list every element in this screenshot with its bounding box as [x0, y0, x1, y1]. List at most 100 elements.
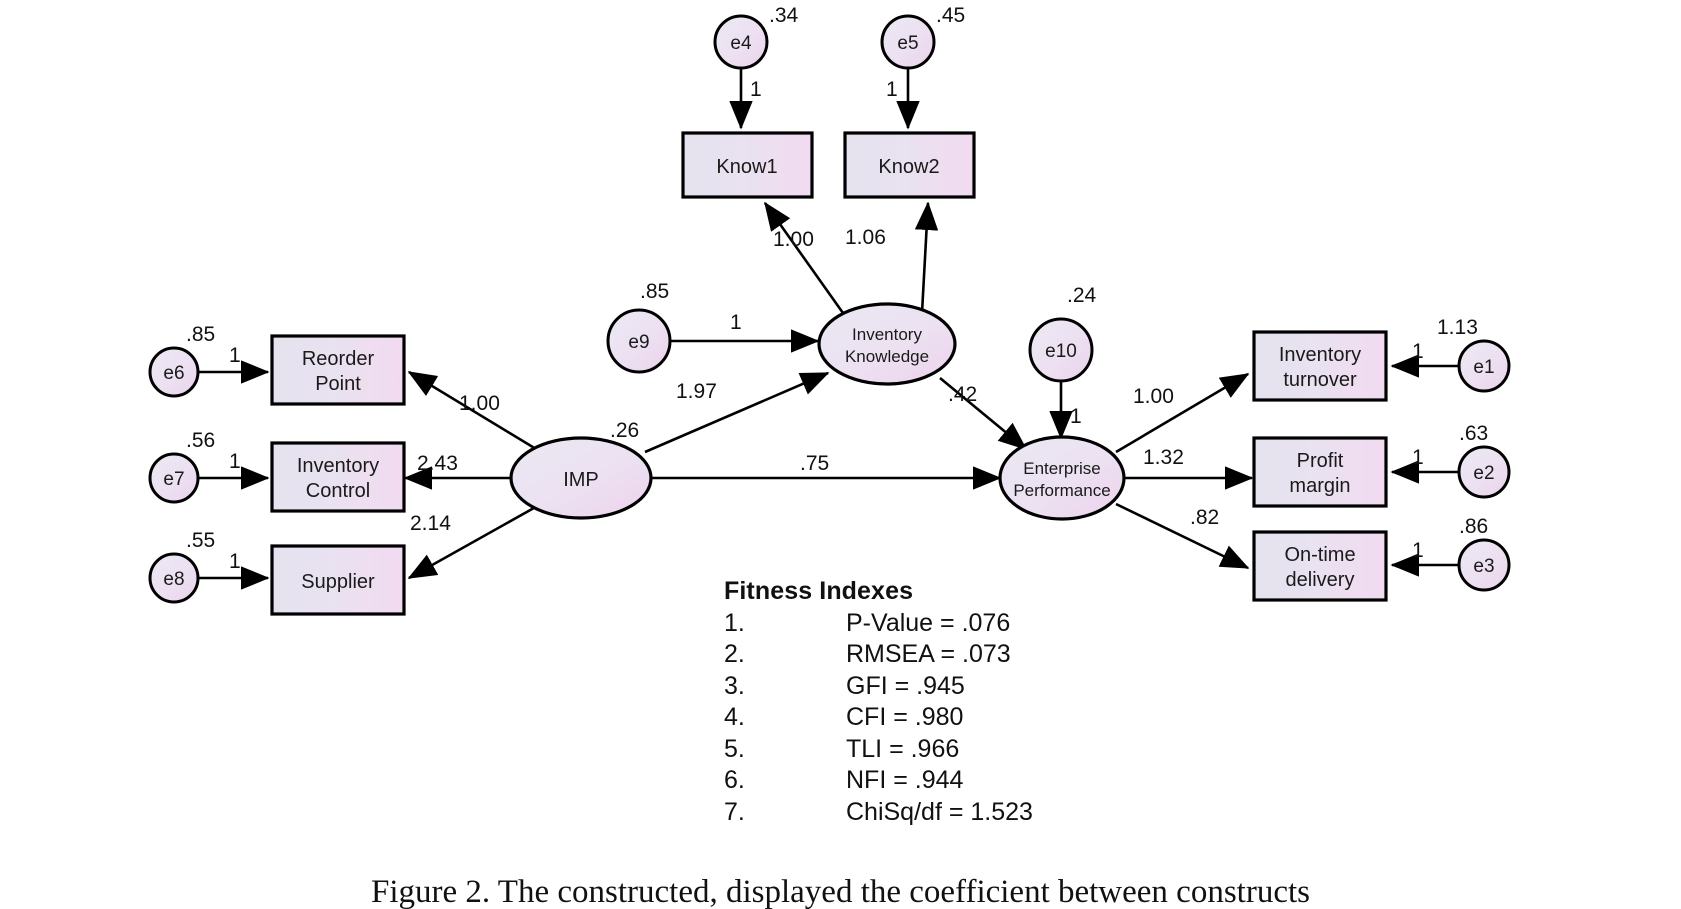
fitness-index-text: RMSEA = .073	[846, 640, 1011, 668]
error-term-e9[interactable]: e9	[606, 308, 672, 374]
variance-e6: .85	[186, 323, 215, 346]
indicator-know2-label: Know2	[878, 156, 939, 178]
coef-e10-entperf: 1	[1070, 405, 1082, 428]
indicator-supplier[interactable]: Supplier	[270, 544, 406, 616]
fitness-index-row: 1. P-Value = .076	[724, 608, 1033, 640]
coef-entperf-profit: 1.32	[1143, 446, 1184, 469]
indicator-on-time-delivery-label-1: On-time	[1284, 544, 1355, 566]
coef-e3-ontime: 1	[1412, 539, 1424, 562]
coef-invknow-know2: 1.06	[845, 226, 886, 249]
indicator-know2[interactable]: Know2	[843, 131, 976, 199]
error-term-e10-label: e10	[1045, 341, 1077, 362]
indicator-boxes: Know1 Know2 Reorder Point Inventory Cont…	[270, 131, 1388, 616]
coef-invknow-know1: 1.00	[773, 228, 814, 251]
fitness-index-text: P-Value = .076	[846, 608, 1011, 637]
fitness-indexes-block: Fitness Indexes 1. P-Value = .076 2. RMS…	[724, 576, 1033, 828]
fitness-index-number: 3.	[724, 671, 745, 700]
coef-e4-know1: 1	[750, 78, 762, 101]
variance-e1: 1.13	[1437, 316, 1478, 339]
error-term-e7[interactable]: e7	[148, 452, 200, 504]
error-term-e8-label: e8	[163, 569, 184, 590]
indicator-inventory-turnover[interactable]: Inventory turnover	[1252, 330, 1388, 402]
fitness-index-text: NFI = .944	[846, 766, 964, 794]
coef-imp-invknow: 1.97	[676, 380, 717, 403]
fitness-index-row: 5. TLI = .966	[724, 734, 1033, 766]
error-term-e4-label: e4	[730, 33, 752, 54]
indicator-inventory-turnover-label-1: Inventory	[1279, 344, 1361, 366]
indicator-profit-margin[interactable]: Profit margin	[1252, 436, 1388, 508]
fitness-index-row: 2. RMSEA = .073	[724, 639, 1033, 671]
fitness-index-text: ChiSq/df = 1.523	[846, 797, 1033, 826]
coefficient-labels: 1 1 1.00 1.06 1 1.97 .42 .75 1 1.00 2.43…	[229, 78, 1424, 573]
coef-invknow-entperf: .42	[948, 383, 977, 406]
fitness-index-number: 7.	[724, 797, 745, 826]
error-term-e3-label: e3	[1473, 556, 1494, 577]
fitness-index-number: 6.	[724, 766, 745, 794]
error-term-e2-label: e2	[1473, 463, 1494, 484]
arrow-invknow-know2	[914, 201, 939, 314]
error-circles: e4 e5 e9 e10 e6 e7	[148, 14, 1511, 604]
variance-imp: .26	[610, 419, 639, 442]
error-term-e2[interactable]: e2	[1457, 445, 1511, 499]
error-term-e1[interactable]: e1	[1457, 339, 1511, 393]
fitness-index-row: 6. NFI = .944	[724, 765, 1033, 797]
coef-e7-invcontrol: 1	[229, 450, 241, 473]
variance-e2: .63	[1459, 422, 1488, 445]
error-term-e10[interactable]: e10	[1028, 317, 1094, 383]
fitness-index-row: 4. CFI = .980	[724, 702, 1033, 734]
arrow-invknow-entperf	[939, 376, 1028, 451]
variance-e7: .56	[186, 429, 215, 452]
coef-e5-know2: 1	[886, 78, 898, 101]
coef-imp-entperf: .75	[800, 452, 829, 475]
error-term-e6[interactable]: e6	[148, 346, 200, 398]
variance-e9: .85	[640, 280, 669, 303]
indicator-inventory-control-label-1: Inventory	[297, 455, 379, 477]
latent-ellipses: IMP Inventory Knowledge Enterprise Perfo…	[509, 302, 1126, 521]
error-term-e9-label: e9	[628, 332, 649, 353]
latent-inventory-knowledge-label-2: Knowledge	[845, 347, 929, 366]
error-term-e7-label: e7	[163, 469, 184, 490]
indicator-reorder-point[interactable]: Reorder Point	[270, 334, 406, 406]
coef-e8-supplier: 1	[229, 550, 241, 573]
latent-inventory-knowledge[interactable]: Inventory Knowledge	[817, 302, 957, 386]
latent-imp-label: IMP	[563, 469, 599, 491]
indicator-reorder-point-label-1: Reorder	[302, 348, 375, 370]
fitness-index-number: 4.	[724, 703, 745, 731]
fitness-index-number: 1.	[724, 608, 745, 637]
latent-enterprise-performance-label-1: Enterprise	[1023, 459, 1100, 478]
variance-e4: .34	[769, 4, 799, 27]
fitness-index-number: 2.	[724, 640, 745, 668]
arrow-entperf-invturn	[1115, 372, 1250, 454]
coef-e9-invknow: 1	[730, 311, 742, 334]
latent-inventory-knowledge-label-1: Inventory	[852, 325, 922, 344]
path-arrows	[196, 64, 1458, 590]
indicator-profit-margin-label-1: Profit	[1297, 450, 1344, 472]
error-term-e3[interactable]: e3	[1457, 538, 1511, 592]
coef-e2-profit: 1	[1412, 446, 1424, 469]
error-term-e5-label: e5	[897, 33, 918, 54]
fitness-index-row: 3. GFI = .945	[724, 671, 1033, 703]
latent-imp[interactable]: IMP	[509, 436, 653, 520]
indicator-profit-margin-label-2: margin	[1289, 475, 1350, 497]
variance-labels: .34 .45 .85 .24 .85 .56 .55 1.13 .63 .86…	[186, 4, 1488, 552]
error-term-e8[interactable]: e8	[148, 552, 200, 604]
fitness-index-text: CFI = .980	[846, 703, 964, 731]
variance-e3: .86	[1459, 515, 1488, 538]
latent-enterprise-performance[interactable]: Enterprise Performance	[998, 435, 1126, 521]
indicator-know1[interactable]: Know1	[681, 131, 814, 199]
coef-e6-reorder: 1	[229, 344, 241, 367]
coef-entperf-invturn: 1.00	[1133, 385, 1174, 408]
indicator-supplier-label: Supplier	[301, 571, 375, 593]
error-term-e4[interactable]: e4	[713, 14, 769, 70]
error-term-e1-label: e1	[1473, 357, 1494, 378]
indicator-inventory-control[interactable]: Inventory Control	[270, 441, 406, 513]
error-term-e5[interactable]: e5	[880, 14, 936, 70]
arrow-invknow-know1	[763, 201, 845, 314]
indicator-know1-label: Know1	[716, 156, 777, 178]
fitness-index-text: GFI = .945	[846, 671, 965, 700]
coef-imp-supplier: 2.14	[410, 512, 451, 535]
indicator-on-time-delivery[interactable]: On-time delivery	[1252, 530, 1388, 602]
arrow-entperf-ontime	[1115, 502, 1250, 570]
indicator-reorder-point-label-2: Point	[315, 373, 361, 395]
